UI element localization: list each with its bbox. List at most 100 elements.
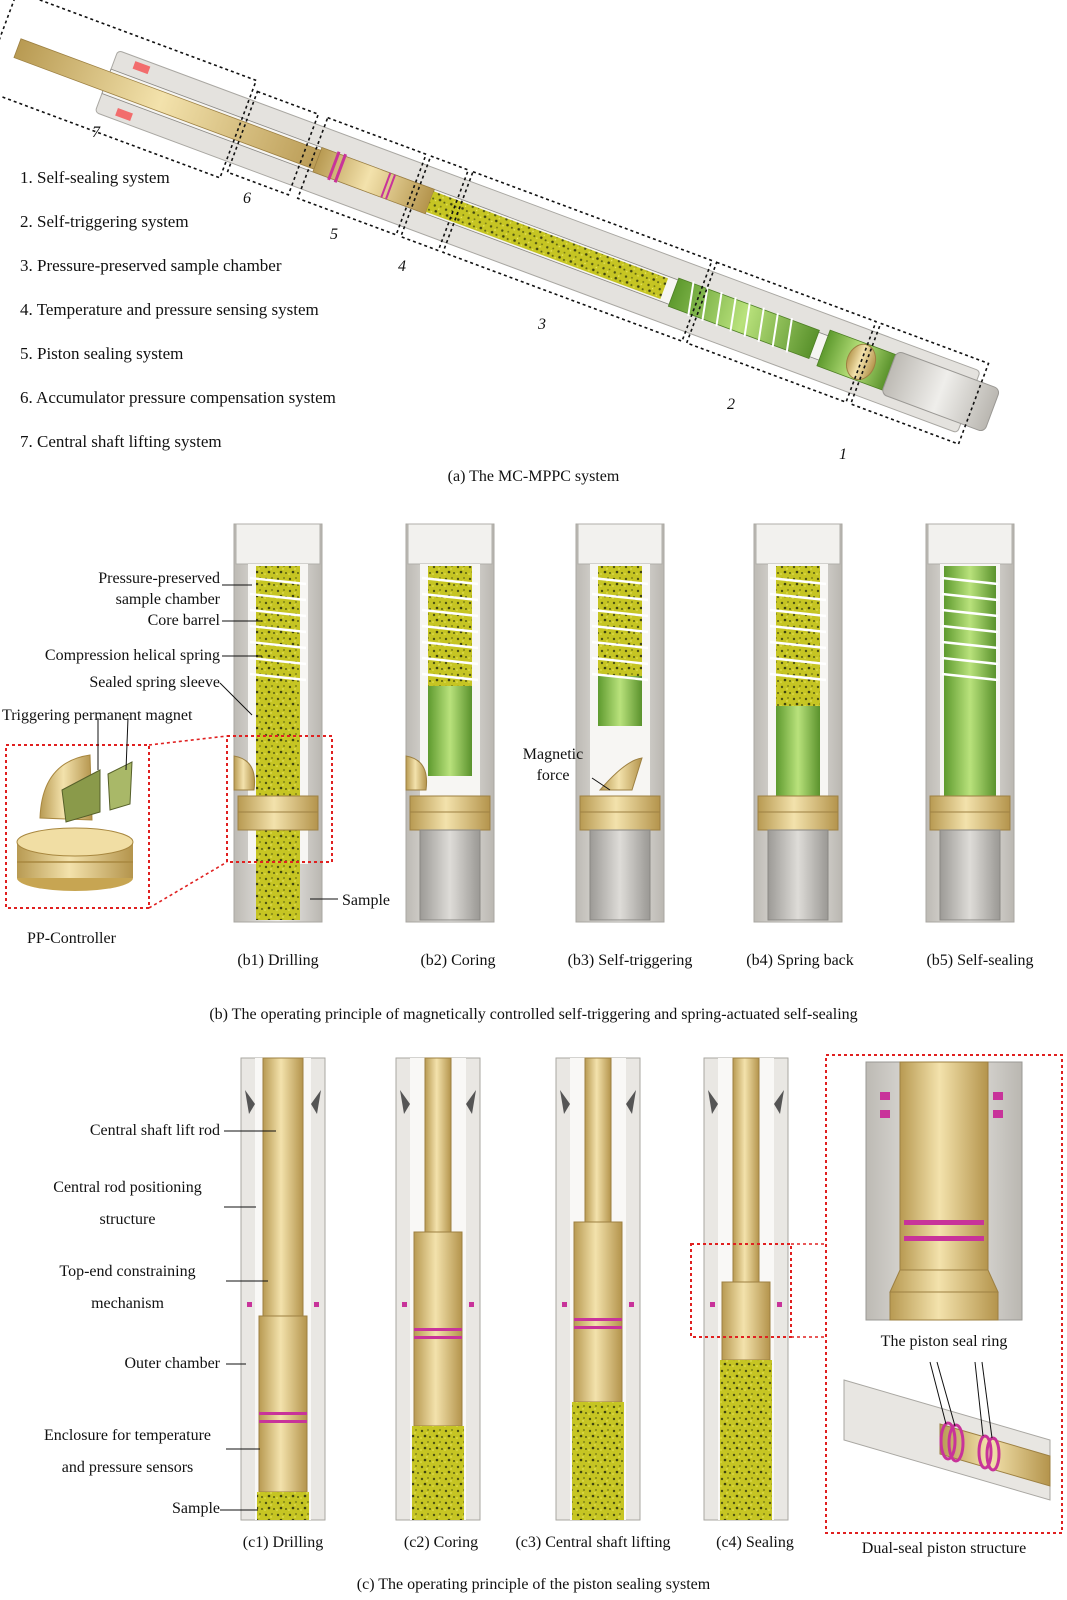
label-magnetic-force: Magnetic force: [522, 746, 584, 784]
spring-coil: [591, 608, 649, 618]
legend-item-6: 6. Accumulator pressure compensation sys…: [20, 388, 336, 407]
piston-seal-ring: [947, 1423, 965, 1463]
pp-controller-ring: [579, 795, 661, 831]
spring-coil: [249, 576, 307, 586]
section-box-1: [849, 322, 990, 446]
helical-spring: [687, 281, 793, 353]
sample-core: [428, 566, 472, 686]
housing-seal: [247, 1302, 252, 1307]
piston-seal-ring: [904, 1236, 984, 1241]
panel-b-leaders: [97, 584, 611, 900]
housing-seal: [710, 1302, 715, 1307]
section-box-5: [296, 116, 428, 236]
stage-c4-section: [703, 1057, 789, 1521]
lower-sub: [589, 829, 651, 921]
spring-coil: [941, 592, 999, 602]
legend-item-7: 7. Central shaft lifting system: [20, 432, 222, 451]
label-constraining-mechanism: Top-end constraining mechanism: [59, 1263, 196, 1312]
section-number-7: 7: [92, 124, 100, 141]
legend-item-2: 2. Self-triggering system: [20, 212, 189, 231]
central-shaft-lift-rod: [584, 1057, 612, 1223]
spring-coil: [769, 576, 827, 586]
inset-callout-box: [5, 744, 150, 909]
legend-item-1: 1. Self-sealing system: [20, 168, 170, 187]
piston-seal-ring: [904, 1220, 984, 1225]
latch-claw: [245, 1090, 255, 1114]
trigger-magnet-plate: [61, 769, 101, 823]
label-compression-spring: Compression helical spring: [44, 647, 220, 664]
piston-seal-ring: [977, 1434, 993, 1470]
housing-seal: [469, 1302, 474, 1307]
top-sub: [577, 523, 663, 565]
pp-controller-ring: [409, 795, 491, 831]
piston-seal-ring: [985, 1436, 1001, 1472]
label-dual-seal-piston: Dual-seal piston structure: [861, 1540, 1027, 1557]
spring-coil: [591, 592, 649, 602]
stage-b4: (b4) Spring back: [746, 952, 854, 969]
stage-c2: (c2) Coring: [403, 1534, 479, 1551]
lower-sub: [939, 829, 1001, 921]
stage-c3-section: [555, 1057, 641, 1521]
piston-seal-ring: [939, 1421, 957, 1461]
top-sub: [407, 523, 493, 565]
trigger-magnet-plate: [107, 761, 133, 811]
sample-core: [256, 566, 300, 920]
spring-coil: [249, 592, 307, 602]
pp-controller-ring: [757, 795, 839, 831]
sensor-enclosure: [721, 1281, 771, 1361]
label-sensor-enclosure: Enclosure for temperature and pressure s…: [43, 1427, 212, 1476]
spring-coil: [591, 576, 649, 586]
spring-coil: [941, 672, 999, 682]
stage-c3: (c3) Central shaft lifting: [515, 1534, 671, 1551]
spring-coil: [421, 592, 479, 602]
pp-controller-ring: [237, 795, 319, 831]
latch-claw: [560, 1090, 570, 1114]
stage-c1-section: [240, 1057, 326, 1521]
b1-callout-box: [226, 735, 333, 863]
sample-core: [598, 566, 642, 676]
flapper-valve: [598, 757, 643, 791]
stage-b1-section: [233, 523, 323, 923]
section-number-3: 3: [538, 316, 546, 333]
core-barrel: [428, 686, 472, 776]
stage-c4: (c4) Sealing: [716, 1534, 794, 1551]
spring-coil: [941, 624, 999, 634]
section-box-6: [226, 90, 320, 196]
lower-sub: [767, 829, 829, 921]
central-shaft-lift-rod: [732, 1057, 760, 1283]
latch-claw: [400, 1090, 410, 1114]
spring-coil: [249, 656, 307, 666]
latch-claw: [466, 1090, 476, 1114]
spring-coil: [769, 656, 827, 666]
spring-coil: [421, 640, 479, 650]
top-sub: [927, 523, 1013, 565]
panel-c-leaders: [220, 1130, 276, 1511]
label-sample-c: Sample: [172, 1500, 220, 1517]
lower-sub: [419, 829, 481, 921]
label-core-barrel: Core barrel: [147, 612, 220, 629]
stage-b4-section: [753, 523, 843, 923]
piston-seal-ring: [414, 1336, 462, 1339]
housing-seal: [402, 1302, 407, 1307]
piston-seal-ring: [259, 1420, 307, 1423]
sample-core: [720, 1360, 772, 1520]
piston-seal-ring: [259, 1412, 307, 1415]
panel-c-stages: [240, 1057, 789, 1521]
section-number-2: 2: [727, 396, 735, 413]
spring-coil: [941, 576, 999, 586]
stage-c1: (c1) Drilling: [242, 1534, 324, 1551]
section-number-6: 6: [243, 190, 251, 207]
spring-coil: [769, 624, 827, 634]
stage-c2-section: [395, 1057, 481, 1521]
label-sealed-sleeve: Sealed spring sleeve: [89, 674, 220, 691]
controller-ring-top: [16, 827, 134, 857]
label-positioning-structure: Central rod positioning structure: [53, 1179, 202, 1228]
latch-claw: [708, 1090, 718, 1114]
detail-callout-box: [825, 1054, 1063, 1534]
top-sub: [755, 523, 841, 565]
spring-coil: [941, 608, 999, 618]
section-box-7: [0, 0, 258, 179]
sample-core: [257, 1492, 309, 1520]
latch-claw: [311, 1090, 321, 1114]
